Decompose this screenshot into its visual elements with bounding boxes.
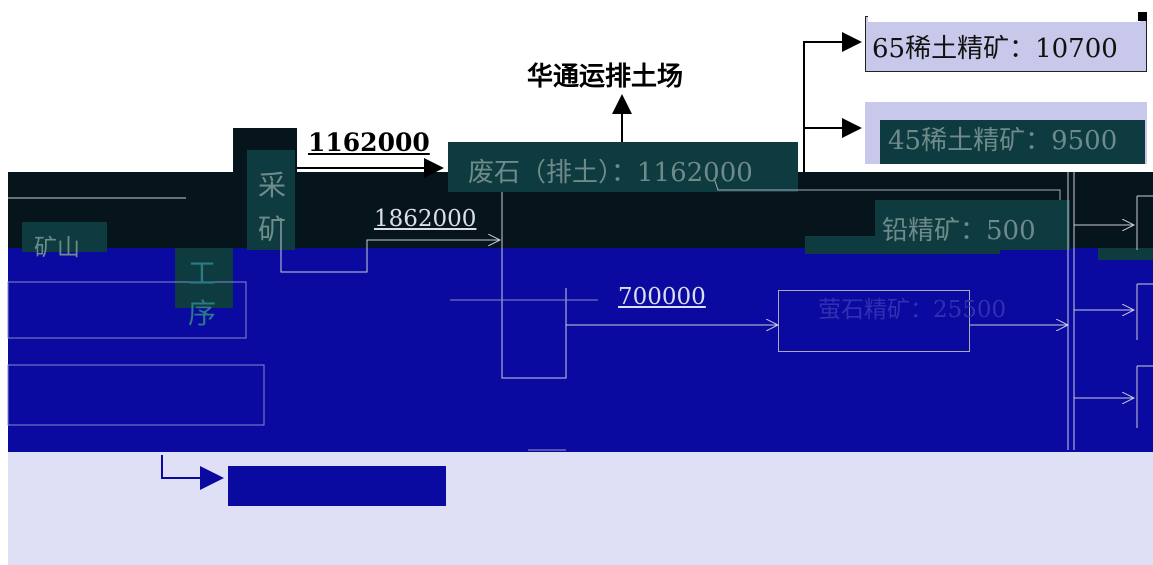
- re45-label: 45稀土精矿：9500: [888, 126, 1118, 156]
- re65-top-strip: [868, 14, 1140, 22]
- flow-700000-label: 700000: [618, 284, 706, 310]
- right-box-3: [1136, 365, 1153, 428]
- process-label-2: 序: [188, 297, 217, 330]
- mining-flow-label: 1162000: [308, 128, 430, 157]
- re65-corner-marker: [1138, 12, 1147, 21]
- branch-to-re-concentrates: [803, 32, 862, 172]
- ore-flow-label: 1862000: [374, 206, 477, 232]
- mine-label: 矿山: [34, 235, 80, 261]
- fluorite-label: 萤石精矿：25500: [818, 297, 1007, 323]
- mining-to-ore-connector: [280, 218, 500, 273]
- process-box: [175, 248, 233, 308]
- mining-inner-box: [247, 150, 295, 250]
- re65-box: [865, 16, 1147, 72]
- bottom-box: [228, 466, 446, 506]
- left-outline-box-1: [7, 281, 247, 339]
- right-small-box: [1098, 248, 1153, 260]
- mine-box: [22, 222, 107, 252]
- left-outline-box-2: [7, 364, 265, 426]
- light-band: [8, 452, 1153, 565]
- right-box-1: [1136, 195, 1153, 250]
- dump-site-label: 华通运排土场: [527, 62, 684, 92]
- waste-rock-box: [448, 142, 798, 192]
- lead-box-lower: [805, 236, 1000, 254]
- re65-label: 65稀土精矿：10700: [872, 34, 1118, 64]
- middle-vertical-connector: [501, 192, 567, 379]
- waste-rock-label: 废石（排土）：1162000: [468, 158, 753, 188]
- mining-label-1: 采: [258, 169, 287, 202]
- bottom-arrow: [161, 455, 224, 490]
- process-label-1: 工: [188, 257, 217, 290]
- re45-inner-box: [880, 120, 1145, 164]
- lead-label: 铅精矿：500: [882, 216, 1036, 246]
- waste-side-connector: [713, 177, 1061, 200]
- mining-label-2: 矿: [258, 213, 287, 246]
- right-box-2: [1136, 283, 1153, 340]
